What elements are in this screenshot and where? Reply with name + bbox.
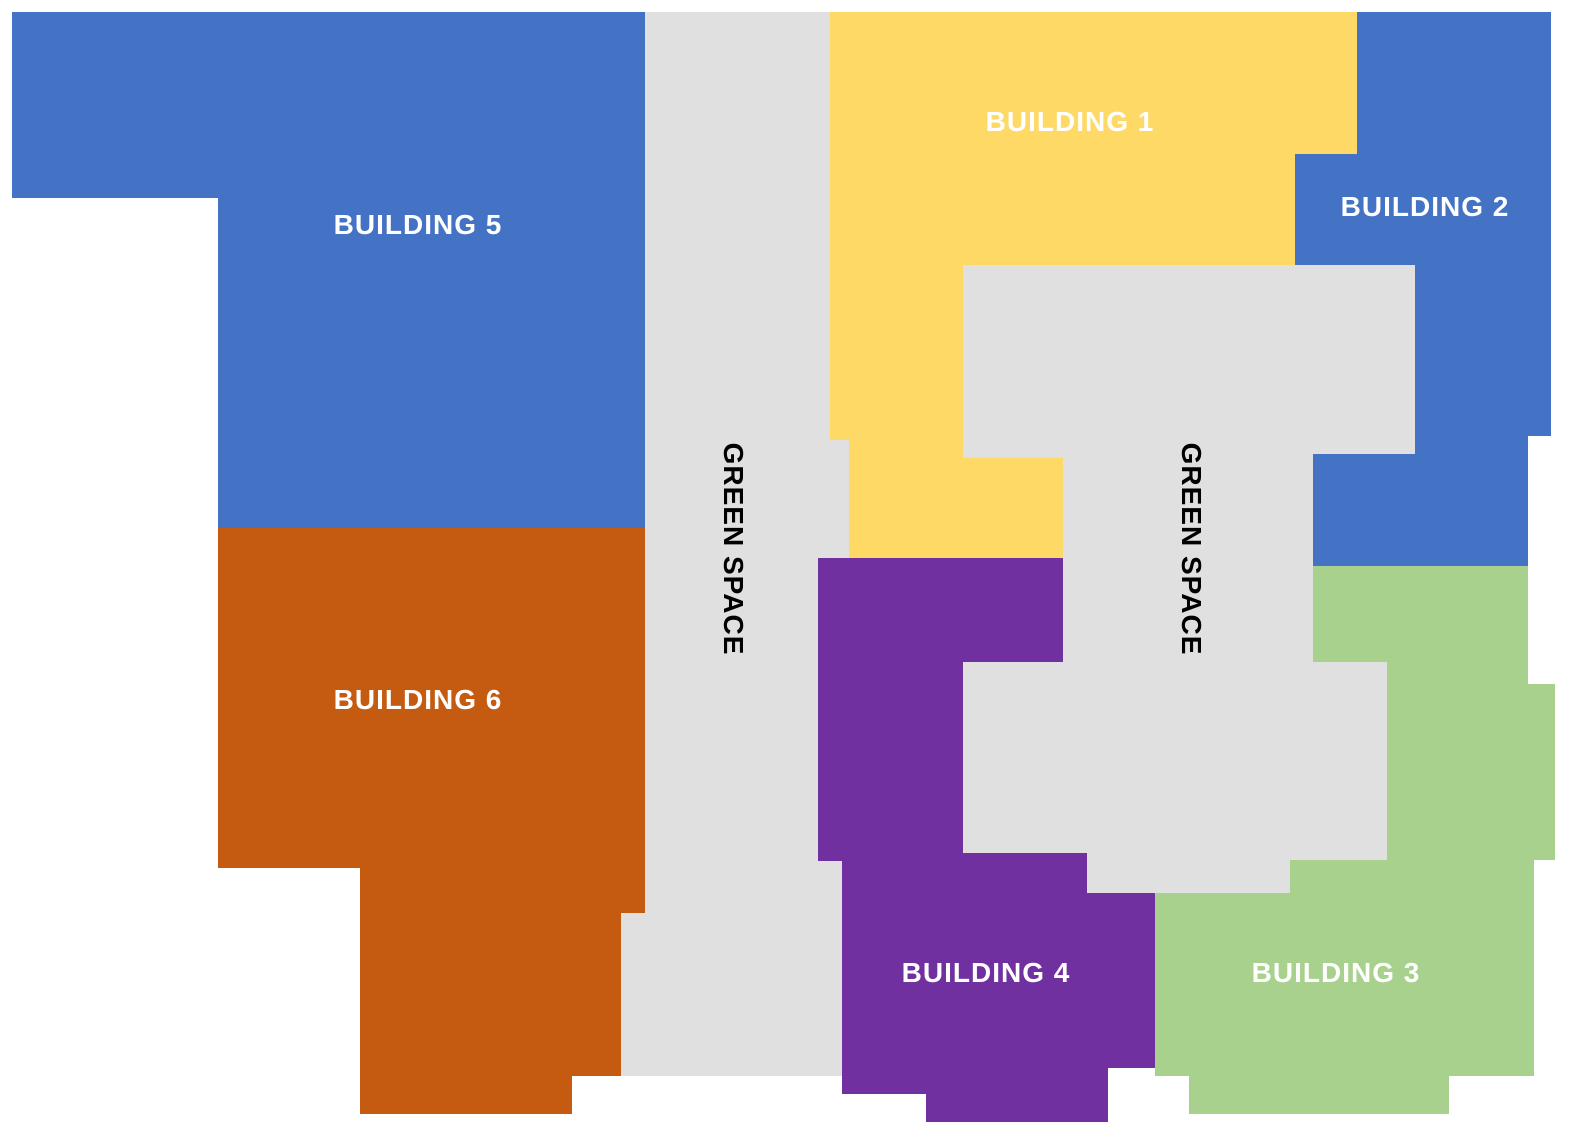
- building-3-area[interactable]: [1155, 566, 1555, 1114]
- building-5-area[interactable]: [12, 12, 645, 528]
- building-6-area[interactable]: [218, 528, 645, 1114]
- building-2-area[interactable]: [1295, 12, 1551, 566]
- green-space-central-area[interactable]: [963, 265, 1415, 893]
- building-4-area[interactable]: [818, 558, 1155, 1122]
- green-space-west-area[interactable]: [621, 12, 849, 1076]
- building-1-area[interactable]: [830, 12, 1357, 558]
